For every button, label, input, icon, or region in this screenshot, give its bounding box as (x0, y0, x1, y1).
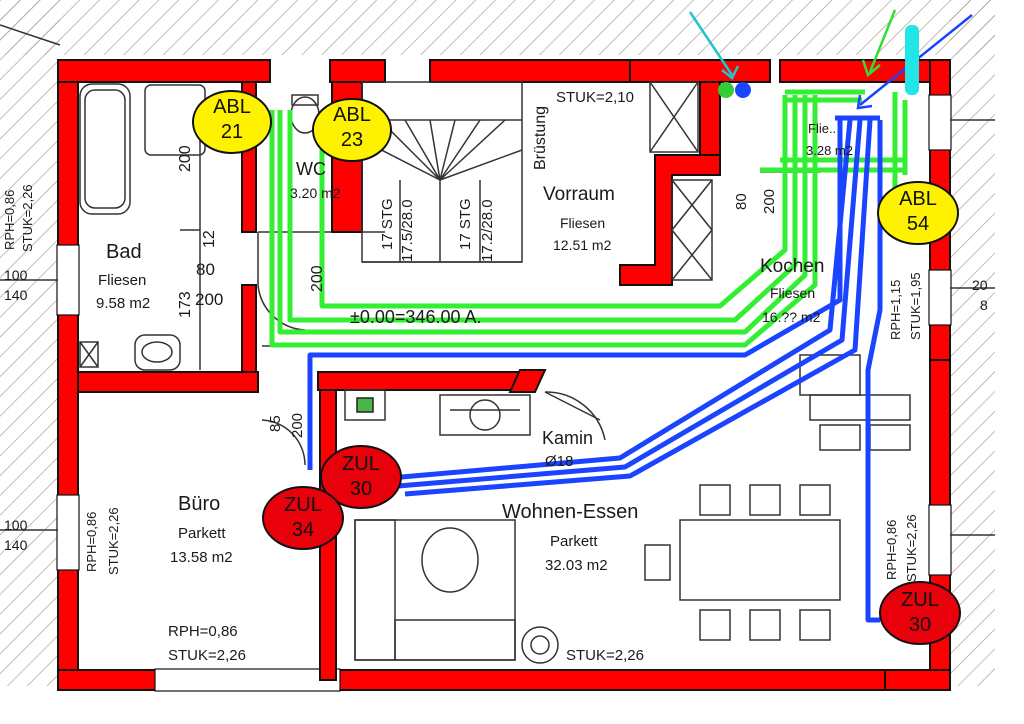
dim-100a: 100 (4, 267, 28, 283)
dim-140b: 140 (4, 537, 28, 553)
room-kochen-floor: Fliesen (770, 285, 815, 301)
room-flur-area: 3.28 m2 (806, 143, 853, 158)
dim-100b: 100 (4, 517, 28, 533)
room-kochen-area: 16.?? m2 (762, 309, 821, 325)
room-vorraum-area: 12.51 m2 (553, 237, 612, 253)
terrain-hatch-top (0, 0, 1000, 55)
room-bad-name: Bad (106, 241, 142, 263)
bottom-white (0, 686, 1024, 724)
dim-173: 173 (177, 291, 194, 318)
stuk-buero: STUK=2,26 (106, 507, 121, 575)
dim-12: 12 (201, 230, 218, 248)
svg-text:54: 54 (907, 213, 929, 235)
dim-80: 80 (196, 260, 215, 279)
bubble-abl-21: ABL 21 (192, 90, 272, 154)
rph-bottom: RPH=0,86 (168, 623, 238, 640)
room-wohnen-floor: Parkett (550, 533, 598, 550)
dim-85: 85 (267, 415, 284, 432)
stair-label-2: 17 STG (457, 198, 474, 250)
room-vorraum-name: Vorraum (543, 184, 615, 205)
svg-text:ABL: ABL (899, 188, 937, 210)
bubble-abl-54: ABL 54 (877, 181, 959, 245)
terrain-hatch-right (950, 0, 995, 690)
svg-text:ZUL: ZUL (284, 494, 322, 516)
stair-label-1: 17 STG (379, 198, 396, 250)
stuk-bottom: STUK=2,26 (168, 647, 246, 664)
rph-left: RPH=0,86 (2, 190, 17, 250)
cyan-outlet (905, 25, 919, 95)
room-vorraum-floor: Fliesen (560, 215, 605, 231)
dim-200e: 200 (761, 189, 778, 214)
dim-20: 20 (972, 277, 988, 293)
room-buero-area: 13.58 m2 (170, 549, 233, 566)
bubble-zul-30-right: ZUL 30 (879, 581, 961, 645)
rph-buero: RPH=0,86 (84, 512, 99, 572)
room-flur-name: Flie.. (808, 121, 836, 136)
dim-80b: 80 (733, 193, 750, 210)
stuk-right: STUK=1,95 (908, 272, 923, 340)
svg-text:ABL: ABL (333, 104, 371, 126)
room-kamin-sub: Ø18 (545, 453, 573, 470)
stair-label-2b: 17.2/28.0 (479, 199, 496, 262)
svg-text:30: 30 (909, 614, 931, 636)
svg-text:34: 34 (292, 519, 314, 541)
room-wc-name: WC (296, 159, 326, 179)
room-buero-floor: Parkett (178, 525, 226, 542)
level-label: ±0.00=346.00 A. (350, 307, 482, 327)
right-white (995, 0, 1024, 724)
rph-right: RPH=1,15 (888, 280, 903, 340)
stuk-right2: STUK=2,26 (904, 514, 919, 582)
dim-200d: 200 (289, 413, 306, 438)
dim-8: 8 (980, 297, 988, 313)
stuk-wohnen: STUK=2,26 (566, 647, 644, 664)
exhaust-outlet-dot (718, 82, 734, 98)
svg-text:21: 21 (221, 121, 243, 143)
svg-text:23: 23 (341, 129, 363, 151)
bubble-abl-23: ABL 23 (312, 98, 392, 162)
bubble-zul-30-kamin: ZUL 30 (320, 445, 402, 509)
dim-200c: 200 (195, 290, 223, 309)
dim-200a: 200 (177, 145, 194, 172)
exhaust-ducts (269, 89, 908, 348)
room-kochen-name: Kochen (760, 256, 824, 277)
svg-text:30: 30 (350, 478, 372, 500)
room-bad-floor: Fliesen (98, 272, 146, 289)
bubble-zul-34: ZUL 34 (262, 486, 344, 550)
stuk-210: STUK=2,10 (556, 89, 634, 106)
stair-label-1b: 17.5/28.0 (399, 199, 416, 262)
room-bad-area: 9.58 m2 (96, 295, 150, 312)
supply-outlet-dot (735, 82, 751, 98)
bruestung-label: Brüstung (532, 106, 549, 170)
supply-ducts (307, 115, 883, 623)
terrain-hatch-left (0, 0, 60, 690)
room-kamin-name: Kamin (542, 428, 593, 448)
svg-text:ABL: ABL (213, 96, 251, 118)
room-wohnen-name: Wohnen-Essen (502, 501, 638, 523)
room-buero-name: Büro (178, 493, 220, 515)
dim-140a: 140 (4, 287, 28, 303)
thin-lines (0, 24, 995, 664)
stuk-left: STUK=2,26 (20, 184, 35, 252)
room-wc-area: 3.20 m2 (290, 185, 341, 201)
dim-200b: 200 (309, 265, 326, 292)
rph-right2: RPH=0,86 (884, 520, 899, 580)
room-wohnen-area: 32.03 m2 (545, 557, 608, 574)
svg-text:ZUL: ZUL (901, 589, 939, 611)
svg-text:ZUL: ZUL (342, 453, 380, 475)
